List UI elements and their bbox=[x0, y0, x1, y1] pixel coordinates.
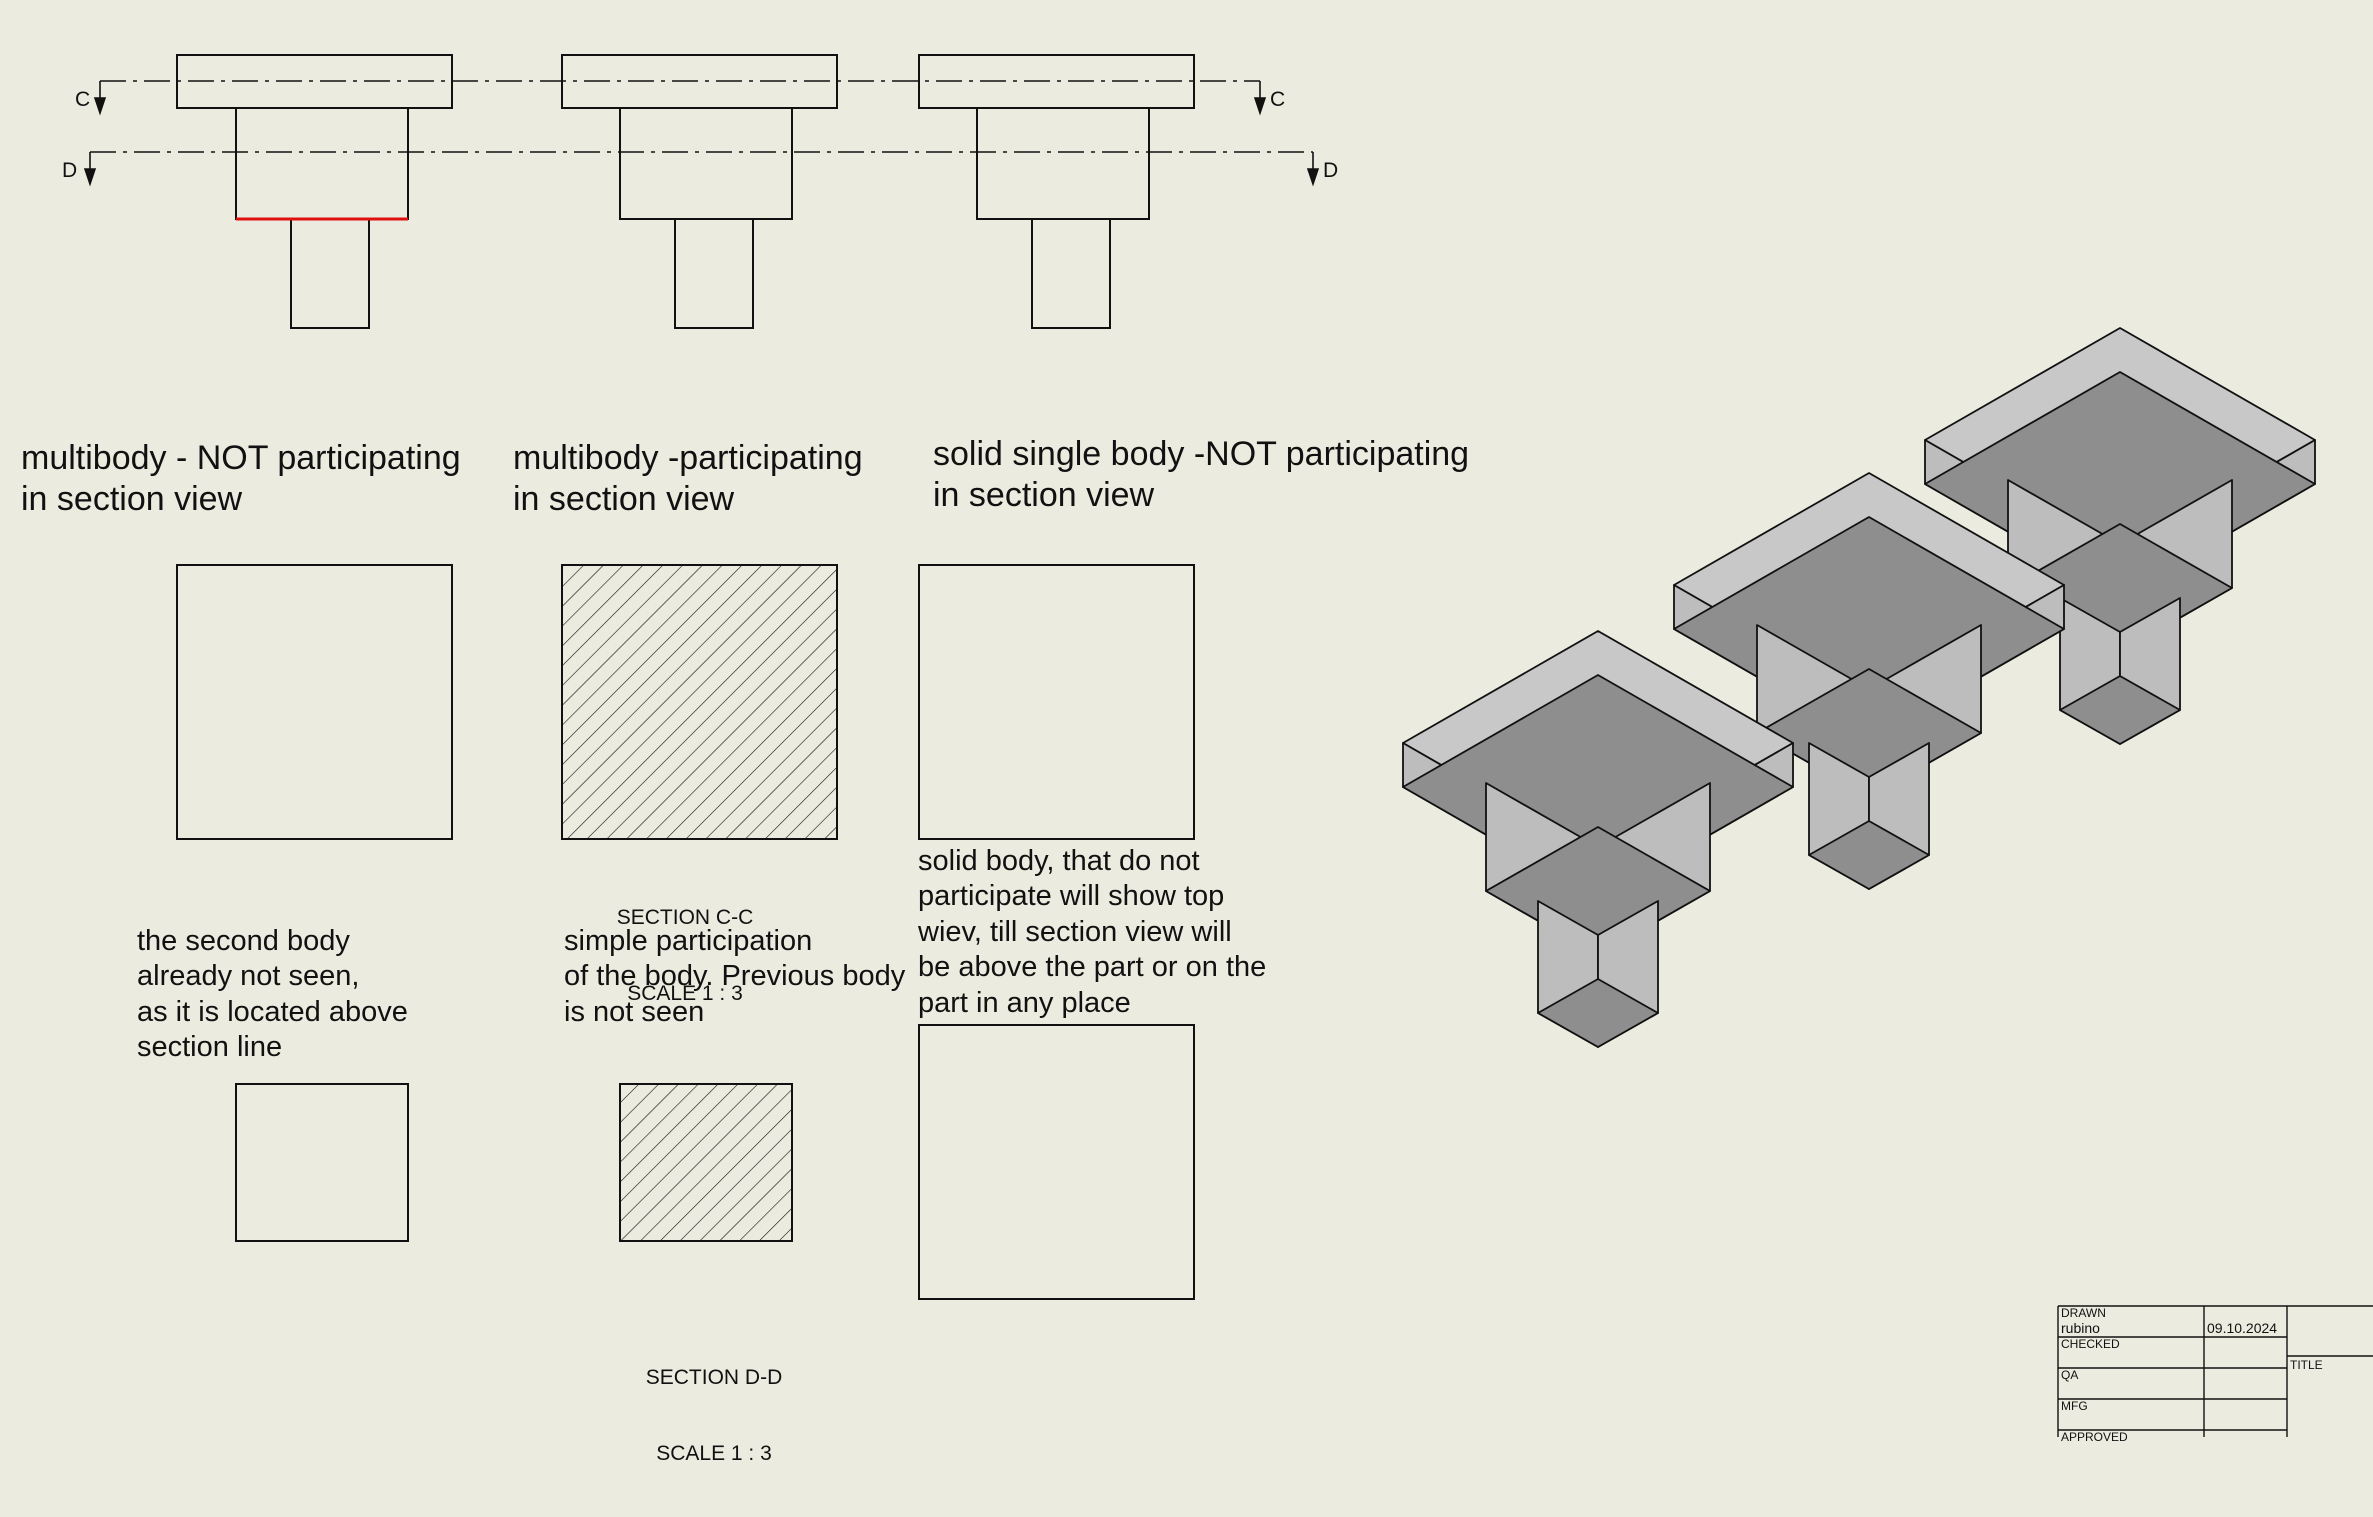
column-1-note: the second body already not seen, as it … bbox=[137, 925, 408, 1064]
section-c-title: SECTION C-C bbox=[616, 906, 754, 930]
title-block-drawn-by: rubino bbox=[2061, 1320, 2100, 1336]
section-c-scale: SCALE 1 : 3 bbox=[627, 981, 743, 1005]
title-block-drawn-label: DRAWN bbox=[2061, 1306, 2106, 1320]
front-view-solid-single-body bbox=[918, 54, 1195, 329]
title-block-qa-label: QA bbox=[2061, 1368, 2079, 1382]
column-3-heading: solid single body -NOT participating in … bbox=[933, 435, 1470, 515]
section-d-scale: SCALE 1 : 3 bbox=[656, 1441, 772, 1465]
title-block-approved-label: APPROVED bbox=[2061, 1430, 2128, 1444]
front-view-multibody-not-participating bbox=[176, 54, 453, 329]
drawing-sheet: C C D D multibody - NOT participating in… bbox=[21, 54, 2373, 1465]
section-d-view-col3 bbox=[918, 1024, 1195, 1300]
front-view-multibody-participating bbox=[561, 54, 838, 329]
section-c-view-col1 bbox=[176, 564, 453, 840]
column-2-heading: multibody -participating in section view bbox=[513, 439, 863, 519]
section-marker-c-left: C bbox=[75, 88, 91, 111]
stem-underside bbox=[1537, 978, 1659, 1048]
title-block-title-label: TITLE bbox=[2290, 1358, 2323, 1372]
title-block-checked-label: CHECKED bbox=[2061, 1337, 2120, 1351]
stem-underside bbox=[1808, 820, 1930, 890]
section-d-title: SECTION D-D bbox=[645, 1366, 783, 1390]
title-block-frame bbox=[2057, 1305, 2373, 1437]
section-marker-d-left: D bbox=[62, 159, 78, 182]
title-block-drawn-date: 09.10.2024 bbox=[2207, 1320, 2278, 1336]
section-c-view-col2-hatched bbox=[561, 564, 838, 840]
stem-underside bbox=[2059, 675, 2181, 745]
section-d-view-col1 bbox=[235, 1083, 409, 1242]
section-marker-d-right: D bbox=[1323, 159, 1339, 182]
section-line-c bbox=[93, 80, 1267, 116]
isometric-part-1 bbox=[1402, 630, 1794, 1048]
section-c-caption: SECTION C-C SCALE 1 : 3 bbox=[605, 855, 765, 1057]
drawing-canvas bbox=[83, 54, 2373, 1437]
isometric-part-2 bbox=[1673, 472, 2065, 890]
column-2-note: simple participation of the body. Previo… bbox=[564, 925, 906, 1028]
section-d-view-col2-hatched bbox=[619, 1083, 793, 1242]
title-block-mfg-label: MFG bbox=[2061, 1399, 2088, 1413]
section-marker-c-right: C bbox=[1270, 88, 1286, 111]
section-d-caption: SECTION D-D SCALE 1 : 3 bbox=[634, 1315, 794, 1517]
column-3-note: solid body, that do not participate will… bbox=[918, 845, 1267, 1019]
column-1-heading: multibody - NOT participating in section… bbox=[21, 439, 461, 519]
section-line-d bbox=[83, 151, 1320, 187]
section-c-view-col3 bbox=[918, 564, 1195, 840]
isometric-part-3 bbox=[1924, 327, 2316, 745]
